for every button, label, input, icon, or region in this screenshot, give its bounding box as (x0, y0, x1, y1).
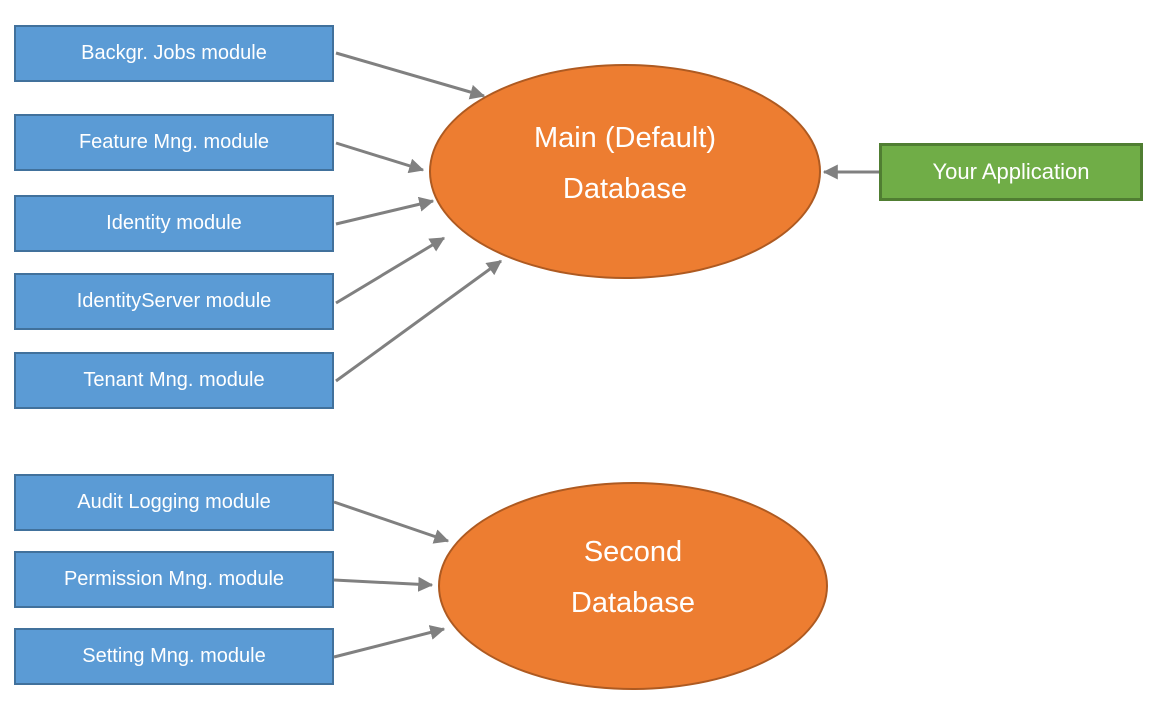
node-setting-mng-module: Setting Mng. module (14, 628, 334, 685)
arrow-audit-logging-to-second-db (333, 500, 450, 544)
main-database-label-line2: Database (562, 172, 688, 205)
node-identity-module: Identity module (14, 195, 334, 252)
node-audit-logging-module: Audit Logging module (14, 474, 334, 531)
node-your-application: Your Application (879, 143, 1143, 201)
arrow-feature-mng-to-main-db (335, 141, 425, 174)
node-second-database: Second Database (438, 482, 828, 690)
arrow-backgr-jobs-to-main-db (335, 51, 486, 100)
arrow-identity-to-main-db (335, 196, 435, 226)
node-main-database: Main (Default) Database (429, 64, 821, 279)
node-tenant-mng-module: Tenant Mng. module (14, 352, 334, 409)
second-database-label-line1: Second (583, 536, 683, 568)
arrow-setting-mng-to-second-db (333, 625, 446, 659)
arrow-tenant-mng-to-main-db (335, 259, 502, 383)
node-permission-mng-module: Permission Mng. module (14, 551, 334, 608)
second-database-label-line2: Database (570, 587, 696, 619)
arrow-identityserver-to-main-db (335, 236, 446, 305)
node-identityserver-module: IdentityServer module (14, 273, 334, 330)
main-database-label-line1: Main (Default) (533, 121, 717, 154)
node-backgr-jobs-module: Backgr. Jobs module (14, 25, 334, 82)
arrow-permission-mng-to-second-db (333, 576, 434, 592)
node-feature-mng-module: Feature Mng. module (14, 114, 334, 171)
